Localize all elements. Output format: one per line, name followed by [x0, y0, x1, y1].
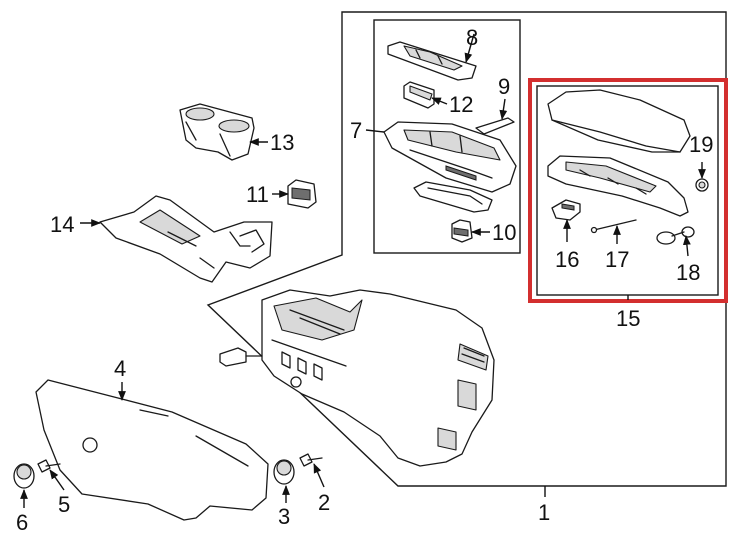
part-18-spring [656, 226, 695, 245]
callout-14: 14 [50, 212, 74, 237]
group-15-highlight-frame [528, 78, 728, 303]
part-9-trim-strip [475, 117, 515, 135]
callout-arrow-18 [682, 235, 691, 257]
callout-13: 13 [270, 130, 294, 155]
part-14-tray [99, 195, 273, 283]
callout-5: 5 [58, 492, 70, 517]
callout-3: 3 [278, 504, 290, 529]
callout-4: 4 [114, 356, 126, 381]
callout-19: 19 [689, 132, 713, 157]
callout-15: 15 [616, 306, 640, 331]
assembly-frame [206, 11, 727, 487]
callout-10: 10 [492, 220, 516, 245]
part-12-switch [403, 81, 435, 109]
part-8-shifter-trim [387, 41, 477, 81]
part-17-pin [590, 219, 637, 234]
callout-9: 9 [498, 74, 510, 99]
callout-1: 1 [538, 500, 550, 525]
part-4-side-panel [35, 379, 269, 521]
part-5-screw [37, 459, 61, 473]
part-15-hinge-frame [547, 155, 689, 217]
part-15-armrest-lid [547, 89, 691, 153]
callout-12: 12 [449, 92, 473, 117]
callout-arrow-7 [365, 129, 385, 133]
part-7-console-panel [383, 121, 517, 193]
callout-arrow-12 [431, 97, 448, 105]
callout-arrow-8 [464, 33, 475, 63]
callout-arrow-5 [49, 469, 65, 491]
callout-2: 2 [318, 490, 330, 515]
callout-6: 6 [16, 510, 28, 535]
part-19-clip [695, 178, 709, 192]
part-16-latch [551, 199, 581, 221]
part-1-console-body [219, 289, 495, 467]
part-6-cap [13, 463, 35, 489]
callout-7: 7 [350, 118, 362, 143]
callout-arrow-2 [313, 463, 325, 488]
callout-arrow-9 [499, 98, 508, 120]
callout-11: 11 [246, 182, 269, 207]
part-10-switch [451, 219, 473, 243]
part-11-switch [287, 179, 317, 209]
callout-8: 8 [466, 25, 478, 50]
part-3-cap [273, 459, 295, 485]
part-13-cup-holder [179, 103, 255, 161]
part-2-screw [299, 453, 323, 467]
callout-17: 17 [605, 247, 629, 272]
group-7-frame [373, 19, 521, 254]
part-7-lower-bezel [413, 181, 493, 213]
callout-18: 18 [676, 260, 700, 285]
callout-16: 16 [555, 247, 579, 272]
